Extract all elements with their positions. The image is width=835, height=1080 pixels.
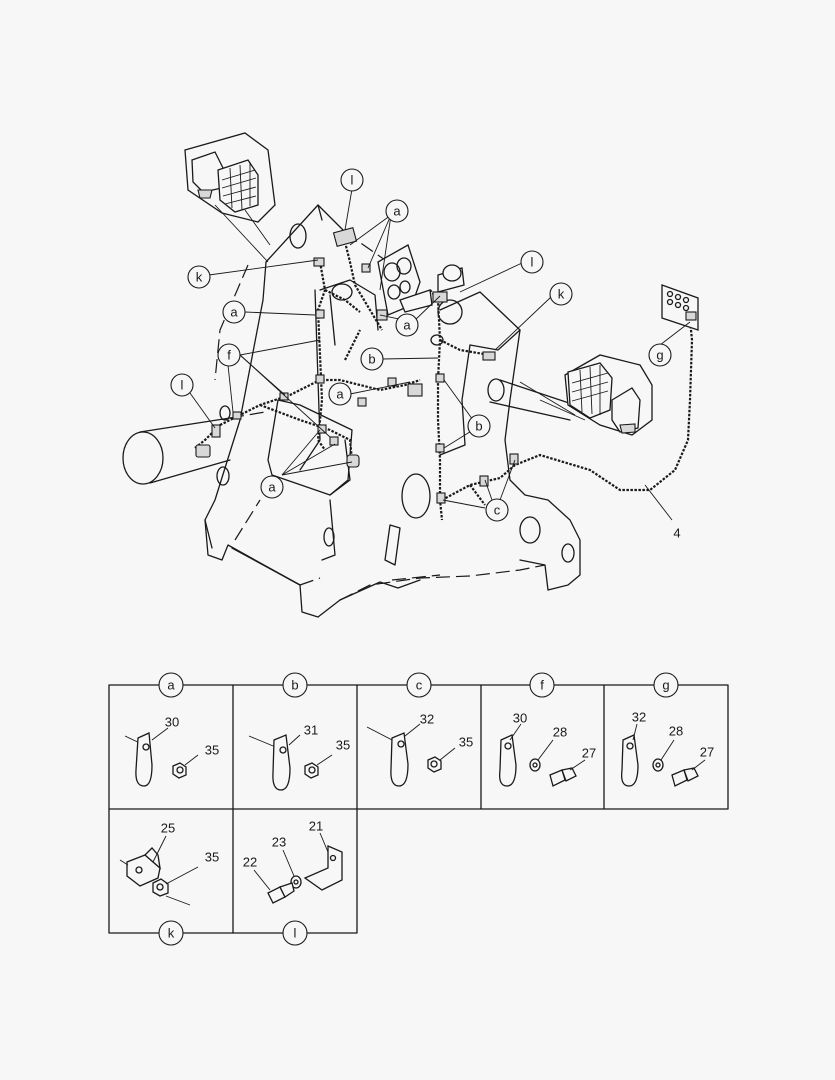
callout-label: f [227,348,231,363]
part-number: 23 [272,835,286,850]
callout-a-bottom[interactable]: a [260,475,284,499]
callout-label: l [531,255,534,270]
callout-f-left[interactable]: f [217,343,241,367]
detail-cell-c: c 32 35 [366,672,473,787]
part-number: 32 [420,712,434,727]
part-number: 31 [304,723,318,738]
detail-cell-k: k 25 35 [119,821,219,946]
part-number: 28 [669,724,683,739]
p-clamp-icon [499,734,517,787]
detail-key-bubble [282,672,308,698]
part-number: 21 [309,819,323,834]
work-light-left [184,132,276,263]
p-clamp-icon [621,734,639,787]
hex-nut-icon [172,762,187,779]
callout-label: a [403,318,411,333]
callout-label: k [196,270,203,285]
detail-key-bubble [282,920,308,946]
washer-icon [652,758,664,772]
center-panel [319,244,465,346]
detail-key-bubble [406,672,432,698]
washer-icon [529,758,541,772]
callout-label: k [558,287,565,302]
callout-a-left[interactable]: a [222,300,246,324]
callout-label: a [336,387,344,402]
right-cylinder [487,378,576,421]
callout-l-right[interactable]: l [520,250,544,274]
callout-label: a [393,204,401,219]
detail-key-bubble [158,672,184,698]
part-number: 27 [582,746,596,761]
part-number: 32 [632,710,646,725]
ground-terminal-icon [126,847,161,887]
detail-key-bubble [529,672,555,698]
loader-frame [204,204,581,618]
callout-label: b [475,419,482,434]
part-number: 35 [459,735,473,750]
detail-key-label: k [168,926,175,941]
part-number: 30 [165,715,179,730]
detail-table [108,684,729,934]
bolt-icon [267,882,295,904]
callout-label: a [268,480,276,495]
part-number: 35 [205,743,219,758]
part-number: 27 [700,745,714,760]
work-light-right [519,354,653,436]
detail-key-bubble [653,672,679,698]
callout-l-top[interactable]: l [340,168,364,192]
harness-hardware [195,226,519,504]
hex-nut-icon [152,878,169,897]
mounting-bracket-icon [303,845,343,891]
bolt-icon [671,767,699,787]
detail-cell-f: f 30 28 27 [499,672,596,787]
part-number: 35 [205,850,219,865]
p-clamp-icon [124,732,153,787]
callout-c-bottom[interactable]: c [485,498,509,522]
callout-a-center[interactable]: a [395,313,419,337]
detail-key-label: b [291,678,298,693]
detail-key-label: g [662,678,669,693]
callout-a-top[interactable]: a [385,199,409,223]
callout-label: g [656,348,663,363]
detail-cell-l: l 23 21 22 [243,819,343,946]
hex-nut-icon [304,762,319,779]
detail-key-label: a [167,678,175,693]
detail-cell-b: b 31 35 [248,672,350,791]
callout-label: l [351,173,354,188]
callout-a-mid[interactable]: a [328,382,352,406]
callout-k-left[interactable]: k [187,265,211,289]
washer-icon [290,875,302,889]
part-number-4: 4 [673,526,680,541]
callout-label: b [368,352,375,367]
callout-label: c [494,503,501,518]
p-clamp-icon [248,734,291,791]
p-clamp-icon [366,726,409,787]
relay-plate [661,284,699,331]
bolt-icon [549,767,577,787]
part-number: 25 [161,821,175,836]
callout-b-right[interactable]: b [467,414,491,438]
detail-cell-a: a 30 35 [124,672,219,787]
callout-l-left[interactable]: l [170,373,194,397]
callout-label: a [230,305,238,320]
callout-label: l [181,378,184,393]
detail-key-bubble [158,920,184,946]
part-number: 35 [336,738,350,753]
part-number: 30 [513,711,527,726]
callout-g-right[interactable]: g [648,343,672,367]
callout-leaders [189,188,691,521]
detail-key-label: f [540,678,544,693]
detail-cell-g: g 32 28 27 [621,672,714,787]
part-number: 28 [553,725,567,740]
detail-key-label: c [416,678,423,693]
left-cylinder [122,411,266,485]
part-number: 22 [243,855,257,870]
hex-nut-icon [427,756,442,773]
callout-k-right[interactable]: k [549,282,573,306]
callout-b-center[interactable]: b [360,347,384,371]
detail-key-label: l [294,926,297,941]
